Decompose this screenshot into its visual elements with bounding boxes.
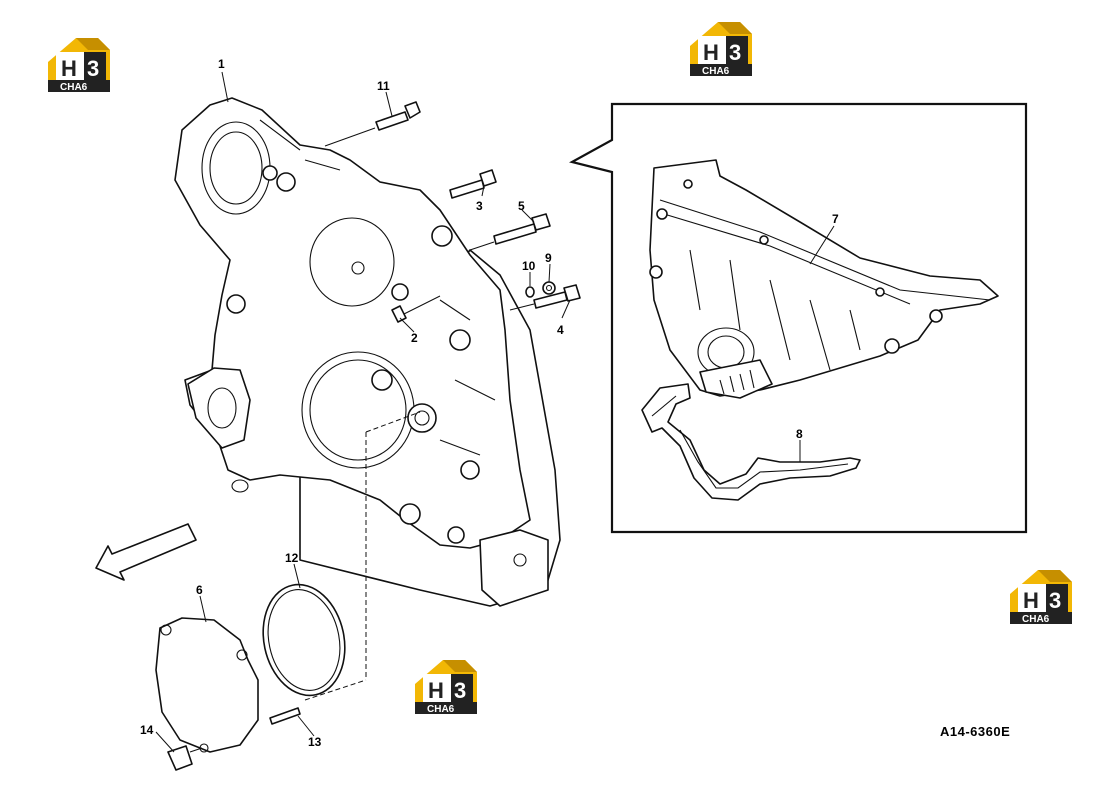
bolt-4 [509, 284, 581, 311]
direction-arrow-left [95, 523, 197, 581]
logo-letter-h: H [703, 40, 719, 65]
gasket-8 [641, 383, 861, 501]
callout-14: 14 [140, 723, 154, 737]
callout-6: 6 [196, 583, 203, 597]
plug-14 [167, 745, 203, 771]
callout-8: 8 [796, 427, 803, 441]
cover-plate [155, 617, 259, 753]
logo-subtext: CHA6 [1022, 614, 1050, 625]
logo-letter-3: 3 [729, 40, 741, 65]
dowel-pin-13 [269, 707, 301, 725]
callout-9: 9 [545, 251, 552, 265]
housing-7 [649, 159, 999, 399]
callout-1: 1 [218, 57, 225, 71]
drawing-code: A14-6360E [940, 724, 1010, 739]
logo-subtext: CHA6 [702, 66, 730, 77]
logo-subtext: CHA6 [427, 704, 455, 715]
callout-3: 3 [476, 199, 483, 213]
timing-cover [174, 97, 561, 607]
detail-inset [569, 102, 1028, 534]
bolt-5 [469, 213, 551, 251]
bolt-11 [324, 101, 421, 147]
callout-7: 7 [832, 212, 839, 226]
leader-lines [155, 71, 835, 753]
alignment-lines [304, 411, 421, 701]
callout-2: 2 [411, 331, 418, 345]
brand-logo-top-center: H 3 CHA6 [690, 22, 752, 77]
logo-letter-3: 3 [87, 56, 99, 81]
logo-letter-h: H [428, 678, 444, 703]
logo-letter-h: H [61, 56, 77, 81]
callout-5: 5 [518, 199, 525, 213]
callout-11: 11 [377, 79, 390, 93]
nut-9 [542, 281, 556, 295]
logo-letter-h: H [1023, 588, 1039, 613]
bolt-3 [449, 169, 497, 199]
logo-letter-3: 3 [1049, 588, 1061, 613]
brand-logo-right: H 3 CHA6 [1010, 570, 1072, 625]
o-ring-12 [262, 583, 346, 697]
callout-4: 4 [557, 323, 564, 337]
logo-subtext: CHA6 [60, 82, 88, 93]
brand-logo-bottom-center: H 3 CHA6 [415, 660, 477, 715]
callout-12: 12 [285, 551, 299, 565]
brand-logo-top-left: H 3 CHA6 [48, 38, 110, 93]
callout-labels: 1 2 3 4 5 6 7 8 9 10 11 12 13 14 [140, 57, 839, 749]
callout-10: 10 [522, 259, 536, 273]
bolt-2 [391, 295, 441, 323]
logo-letter-3: 3 [454, 678, 466, 703]
washer-10 [525, 286, 535, 298]
callout-13: 13 [308, 735, 322, 749]
